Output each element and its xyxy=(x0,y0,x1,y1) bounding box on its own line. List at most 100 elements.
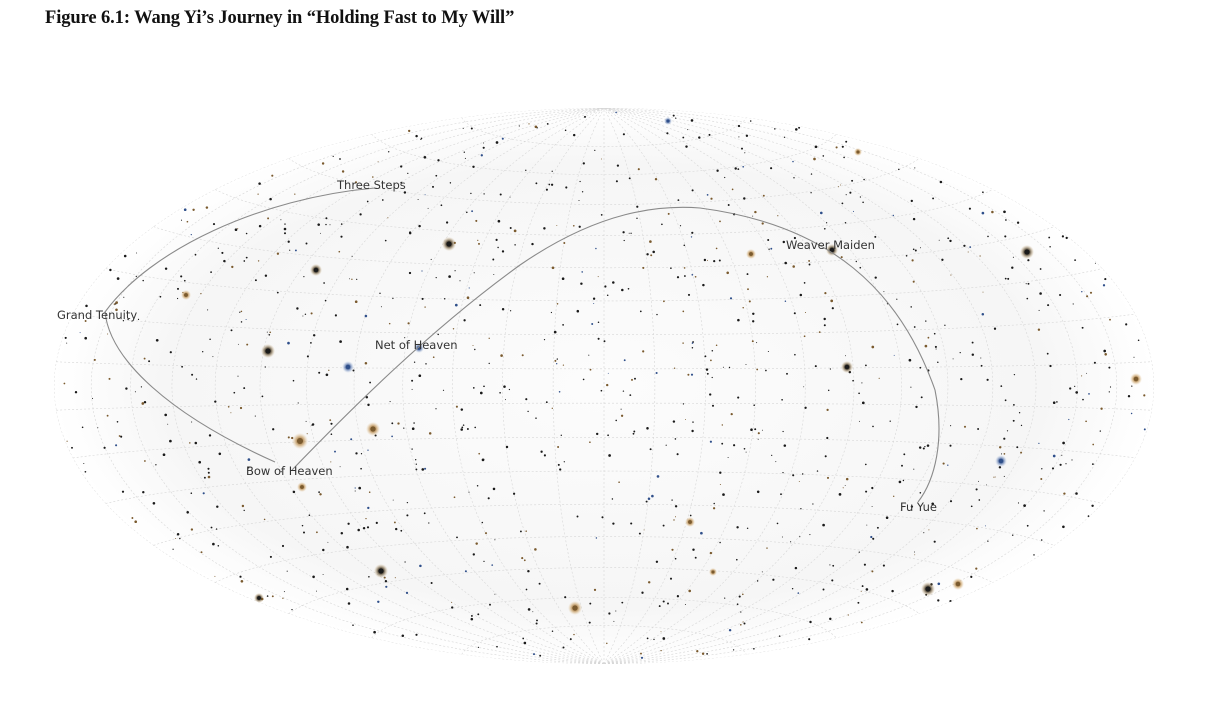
star xyxy=(346,545,349,549)
star xyxy=(453,496,456,499)
star xyxy=(501,250,505,253)
star xyxy=(752,215,754,217)
star xyxy=(536,619,538,622)
star xyxy=(190,234,192,236)
grid-line xyxy=(72,313,1136,335)
star xyxy=(200,292,202,295)
star xyxy=(631,378,633,381)
star xyxy=(243,260,246,262)
star xyxy=(589,368,592,371)
star xyxy=(191,421,193,423)
star xyxy=(715,344,718,347)
star xyxy=(819,211,823,215)
star xyxy=(721,424,723,426)
star xyxy=(310,342,312,344)
star xyxy=(656,475,660,478)
star xyxy=(421,468,425,471)
star xyxy=(947,237,950,240)
star xyxy=(842,487,844,489)
star xyxy=(633,430,636,433)
star xyxy=(522,637,525,640)
grid-line xyxy=(288,567,920,614)
star xyxy=(874,276,877,279)
star xyxy=(914,167,916,169)
star xyxy=(377,161,379,163)
star xyxy=(677,199,680,202)
star xyxy=(207,475,211,479)
star xyxy=(227,405,230,408)
star xyxy=(640,652,642,655)
star xyxy=(837,186,840,188)
star xyxy=(672,420,676,423)
star xyxy=(210,271,212,273)
star xyxy=(532,611,534,613)
star xyxy=(982,291,984,293)
star xyxy=(362,527,366,530)
star xyxy=(334,450,336,453)
star xyxy=(143,460,146,462)
star xyxy=(649,240,652,243)
star xyxy=(711,570,715,574)
star xyxy=(367,506,370,510)
star xyxy=(470,127,473,130)
star xyxy=(350,438,353,441)
grid-line xyxy=(130,108,605,664)
coordinate-grid xyxy=(54,108,1154,664)
star xyxy=(636,217,638,220)
star xyxy=(245,256,248,259)
star xyxy=(687,129,689,131)
star xyxy=(913,551,915,553)
star xyxy=(743,197,746,200)
star xyxy=(245,232,248,235)
star xyxy=(366,200,369,203)
star xyxy=(1018,412,1021,414)
star xyxy=(327,541,329,543)
star xyxy=(319,493,322,496)
star xyxy=(870,535,873,539)
star xyxy=(812,503,814,505)
star xyxy=(1026,524,1029,527)
star xyxy=(264,274,268,277)
star xyxy=(650,254,653,257)
star xyxy=(794,566,798,570)
star xyxy=(556,303,559,305)
star xyxy=(1056,401,1058,403)
star xyxy=(462,424,465,426)
star xyxy=(176,532,180,536)
star xyxy=(709,551,713,555)
star xyxy=(432,185,434,188)
star xyxy=(257,596,261,600)
star xyxy=(724,176,726,179)
star xyxy=(563,461,565,463)
star xyxy=(660,631,662,633)
star xyxy=(745,364,747,365)
star xyxy=(164,413,168,417)
star xyxy=(1075,391,1079,394)
star xyxy=(200,551,203,554)
star xyxy=(1072,303,1074,305)
star xyxy=(1003,210,1006,214)
star xyxy=(781,398,783,401)
star xyxy=(556,358,558,360)
star xyxy=(743,622,746,625)
star xyxy=(696,650,699,653)
star xyxy=(525,530,527,532)
star xyxy=(981,313,985,316)
star xyxy=(475,219,478,222)
star xyxy=(608,612,611,615)
star xyxy=(316,531,318,534)
star xyxy=(728,366,731,369)
star xyxy=(347,522,350,525)
star xyxy=(937,582,941,586)
star xyxy=(360,453,363,455)
star xyxy=(949,599,952,603)
star xyxy=(437,159,440,162)
star xyxy=(752,312,755,316)
star xyxy=(477,613,480,616)
star xyxy=(612,522,615,525)
star xyxy=(464,570,467,573)
star xyxy=(690,236,693,238)
star xyxy=(591,323,594,325)
star xyxy=(109,268,112,272)
star xyxy=(351,278,353,280)
